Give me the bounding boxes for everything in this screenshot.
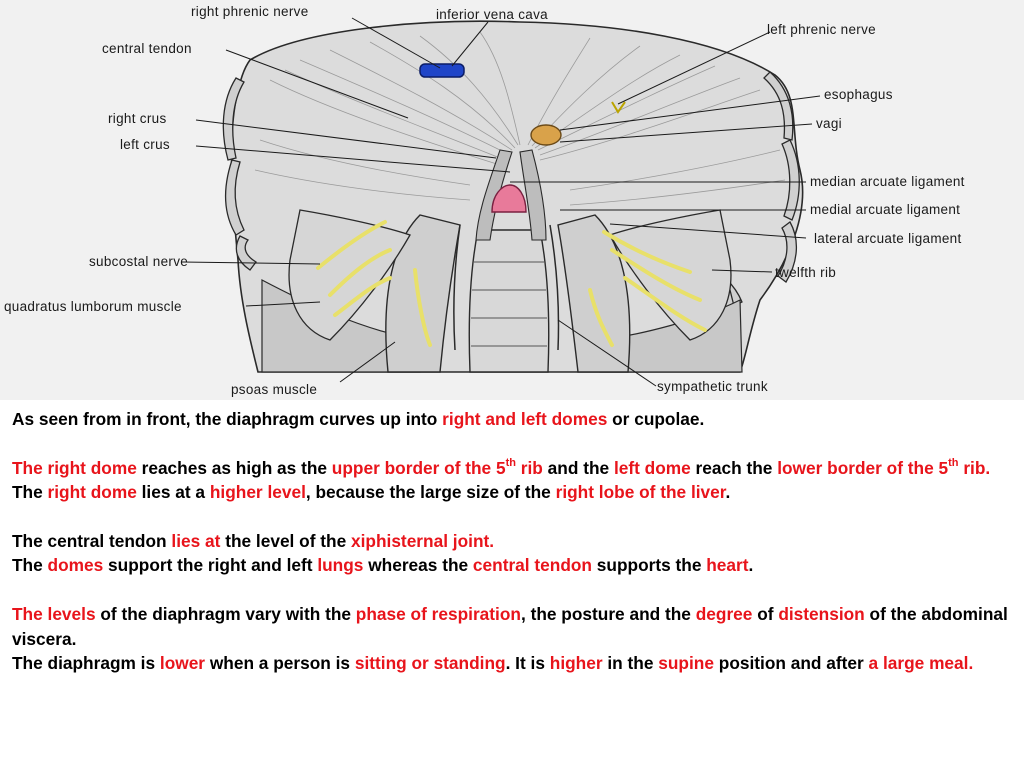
label-right-crus: right crus: [108, 111, 167, 126]
p7-highlight-supine: supine: [658, 653, 714, 674]
label-twelfth-rib: twelfth rib: [775, 265, 836, 280]
p2-lower-border-text: lower border of the 5: [777, 457, 949, 478]
p1-text-a: As seen from in front, the diaphragm cur…: [12, 409, 443, 429]
leader-lines: [181, 17, 821, 387]
p5-text-g: supports the: [591, 555, 707, 576]
left-crus-shape: [519, 149, 547, 241]
label-psoas-muscle: psoas muscle: [231, 382, 317, 397]
p2-upper-border-text: upper border of the 5: [331, 457, 506, 478]
p5-highlight-central-tendon: central tendon: [472, 555, 592, 576]
right-crus-shape: [475, 149, 513, 241]
diaphragm-figure: right phrenic nerve inferior vena cava l…: [0, 0, 1024, 400]
paragraph-dome-levels: The right dome reaches as high as the up…: [12, 456, 1018, 480]
p3-highlight-right-dome: right dome: [47, 482, 137, 503]
p5-text-i: .: [748, 555, 754, 576]
p6-text-b: of the diaphragm vary with the: [95, 604, 356, 625]
sympathetic-trunks: [453, 224, 560, 351]
p3-highlight-higher-level: higher level: [209, 482, 306, 503]
p4-highlight-lies-at: lies at: [171, 531, 221, 551]
p2-upper-border-sup: th: [505, 457, 516, 470]
label-vagi: vagi: [816, 116, 842, 131]
p7-text-g: in the: [602, 653, 659, 674]
p2-upper-border-rib: rib: [515, 457, 543, 478]
paragraph-right-dome-higher: The right dome lies at a higher level, b…: [12, 480, 1018, 504]
diaphragm-notes: As seen from in front, the diaphragm cur…: [12, 407, 1018, 675]
spacer: [12, 578, 1018, 602]
diaphragm-illustration: right phrenic nerve inferior vena cava l…: [4, 4, 965, 397]
label-quadratus-lumborum-muscle: quadratus lumborum muscle: [4, 299, 182, 314]
p6-text-f: of: [752, 604, 779, 625]
label-central-tendon: central tendon: [102, 41, 192, 56]
label-left-phrenic-nerve: left phrenic nerve: [767, 22, 876, 37]
p7-text-i: position and after: [713, 653, 869, 674]
p7-text-a: The diaphragm is: [12, 653, 160, 674]
p4-text-c: the level of the: [220, 531, 351, 551]
p5-highlight-lungs: lungs: [317, 555, 364, 576]
p7-text-e: . It is: [505, 653, 550, 674]
p7-highlight-meal: a large meal.: [868, 653, 974, 674]
p3-text-c: lies at a: [136, 482, 210, 503]
left-phrenic-mark: [611, 101, 626, 114]
p6-text-h: of the abdominal viscera.: [12, 604, 1008, 649]
p7-highlight-higher: higher: [549, 653, 603, 674]
spacer: [12, 431, 1018, 455]
vertebrae-lines: [471, 261, 547, 347]
p6-highlight-degree: degree: [695, 604, 753, 625]
label-left-crus: left crus: [120, 137, 170, 152]
p2-highlight-upper-border: upper border of the 5th rib: [332, 458, 543, 478]
label-subcostal-nerve: subcostal nerve: [89, 254, 188, 269]
p6-text-d: , the posture and the: [520, 604, 696, 625]
left-ribs: [222, 77, 257, 271]
p2-lower-border-sup: th: [948, 457, 959, 470]
right-psoas: [557, 214, 631, 373]
p5-highlight-domes: domes: [47, 555, 104, 576]
p3-highlight-liver: right lobe of the liver: [555, 482, 726, 503]
paragraph-levels: The levels of the diaphragm vary with th…: [12, 602, 1018, 651]
p2-text-e: and the: [542, 457, 614, 478]
label-sympathetic-trunk: sympathetic trunk: [657, 379, 768, 394]
paragraph-support: The domes support the right and left lun…: [12, 553, 1018, 577]
p2-lower-border-rib: rib.: [958, 457, 991, 478]
vena-cava-opening: [419, 63, 465, 78]
p5-text-c: support the right and left: [103, 555, 318, 576]
p2-text-b: reaches as high as the: [136, 457, 332, 478]
p3-text-g: .: [725, 482, 731, 503]
p7-text-c: when a person is: [205, 653, 355, 674]
p6-highlight-respiration: phase of respiration: [355, 604, 521, 625]
p5-text-e: whereas the: [363, 555, 473, 576]
vagi-esophagus: [530, 124, 562, 146]
p6-highlight-distension: distension: [778, 604, 865, 625]
label-inferior-vena-cava: inferior vena cava: [436, 7, 548, 22]
aortic-opening: [491, 184, 527, 213]
p4-highlight-xiphisternal: xiphisternal joint.: [351, 531, 495, 551]
p1-text-c: or cupolae.: [607, 409, 705, 429]
yellow-nerves: [316, 220, 707, 347]
paragraph-central-tendon: The central tendon lies at the level of …: [12, 529, 1018, 553]
p5-text-a: The: [12, 555, 48, 576]
label-right-phrenic-nerve: right phrenic nerve: [191, 4, 309, 19]
p2-text-g: reach the: [690, 457, 778, 478]
label-medial-arcuate-ligament: medial arcuate ligament: [810, 202, 960, 217]
paragraph-domes: As seen from in front, the diaphragm cur…: [12, 407, 1018, 431]
p2-highlight-left-dome: left dome: [613, 457, 691, 478]
p3-text-e: , because the large size of the: [305, 482, 556, 503]
p3-text-a: The: [12, 482, 48, 503]
p7-highlight-lower: lower: [159, 653, 206, 674]
p6-highlight-levels: The levels: [12, 604, 96, 625]
p2-highlight-right-dome: The right dome: [12, 457, 137, 478]
spacer: [12, 505, 1018, 529]
p1-highlight-domes: right and left domes: [442, 409, 608, 429]
paragraph-position: The diaphragm is lower when a person is …: [12, 651, 1018, 675]
vertebral-column: [468, 229, 550, 373]
p4-text-a: The central tendon: [12, 531, 172, 551]
p7-highlight-sitting: sitting or standing: [354, 653, 506, 674]
label-esophagus: esophagus: [824, 87, 893, 102]
label-median-arcuate-ligament: median arcuate ligament: [810, 174, 965, 189]
p5-highlight-heart: heart: [706, 555, 749, 576]
label-lateral-arcuate-ligament: lateral arcuate ligament: [814, 231, 962, 246]
p2-highlight-lower-border: lower border of the 5th rib.: [777, 458, 990, 478]
